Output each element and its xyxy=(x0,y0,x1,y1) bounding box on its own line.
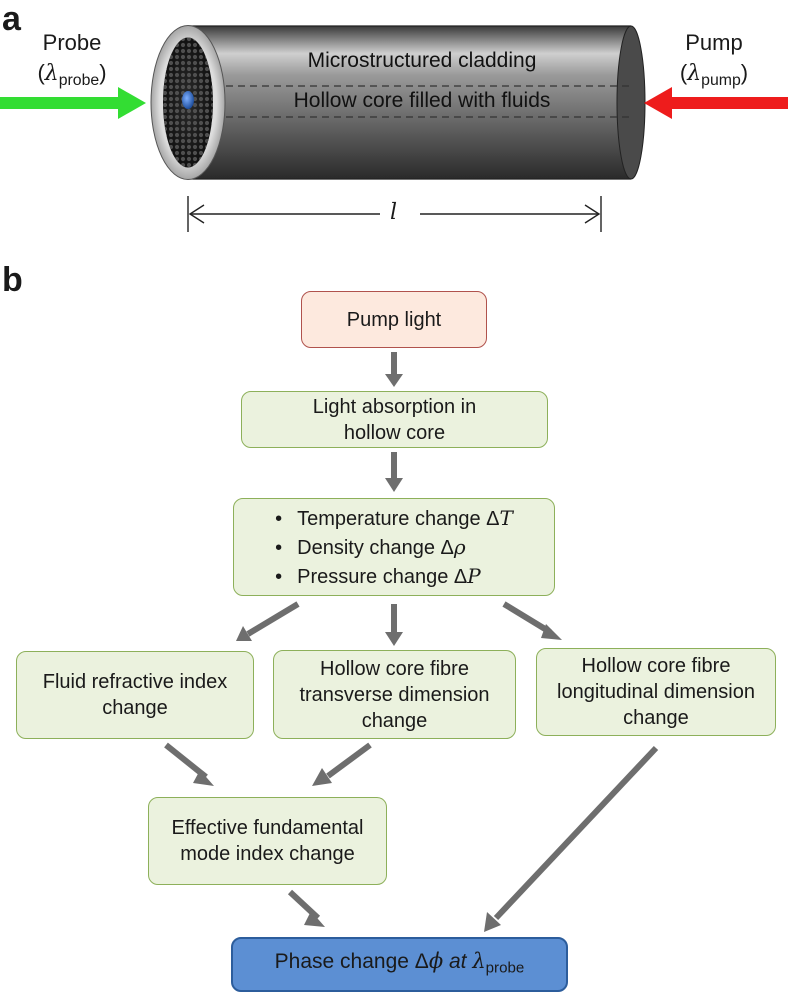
transverse-line2: transverse dimension xyxy=(299,683,490,706)
pump-subscript: pump xyxy=(701,71,741,89)
longitudinal-line2: longitudinal dimension xyxy=(557,681,755,703)
longitudinal-line1: Hollow core fibre xyxy=(581,655,731,677)
lambda-symbol: λ xyxy=(472,948,486,973)
effective-index-node: Effective fundamental mode index change xyxy=(148,797,387,885)
thermodynamic-changes-node: Temperature change ΔT Density change Δρ … xyxy=(233,498,555,596)
longitudinal-line3: change xyxy=(623,707,689,729)
temperature-change-item: Temperature change ΔT xyxy=(275,504,513,533)
length-label: l xyxy=(390,200,398,225)
pump-lambda-symbol: λ xyxy=(687,61,702,86)
hollow-core xyxy=(182,91,194,109)
cladding-label: Microstructured cladding xyxy=(307,49,537,72)
pump-wavelength: (λpump) xyxy=(679,60,749,89)
flow-arrows xyxy=(164,352,659,932)
length-dimension xyxy=(187,196,602,232)
density-change-item: Density change Δρ xyxy=(275,533,513,562)
pump-light-node: Pump light xyxy=(301,291,487,348)
phase-change-text: Phase change Δϕ at λprobe xyxy=(274,948,525,977)
at-word: at xyxy=(448,949,467,973)
effective-index-line2: mode index change xyxy=(180,843,355,865)
panel-a-label: a xyxy=(2,0,21,38)
probe-title: Probe xyxy=(42,30,102,55)
probe-subscript: probe xyxy=(58,71,100,89)
transverse-line1: Hollow core fibre xyxy=(320,657,469,680)
panel-b-label: b xyxy=(2,261,23,299)
absorption-line2: hollow core xyxy=(343,421,446,444)
probe-lambda-symbol: λ xyxy=(44,61,59,86)
fiber-cylinder xyxy=(188,25,646,180)
absorption-node: Light absorption in hollow core xyxy=(241,391,548,448)
changes-list: Temperature change ΔT Density change Δρ … xyxy=(275,504,513,591)
fluid-index-line2: change xyxy=(102,697,168,719)
pump-label: Pump (λpump) xyxy=(664,28,764,96)
pump-light-text: Pump light xyxy=(346,308,442,331)
transverse-line3: change xyxy=(361,709,428,732)
core-label: Hollow core filled with fluids xyxy=(293,89,551,112)
effective-index-line1: Effective fundamental xyxy=(171,817,364,839)
pressure-change-item: Pressure change ΔP xyxy=(275,562,513,591)
fluid-index-line1: Fluid refractive index xyxy=(42,671,228,693)
transverse-dimension-node: Hollow core fibre transverse dimension c… xyxy=(273,650,516,739)
fluid-index-node: Fluid refractive index change xyxy=(16,651,254,739)
longitudinal-dimension-node: Hollow core fibre longitudinal dimension… xyxy=(536,648,776,736)
pump-title: Pump xyxy=(685,30,743,55)
probe-wavelength: (λprobe) xyxy=(37,60,107,89)
phi-symbol: ϕ xyxy=(428,948,444,973)
probe-label: Probe (λprobe) xyxy=(22,28,122,96)
probe-arrow xyxy=(0,87,146,119)
pump-arrow xyxy=(644,87,788,119)
absorption-line1: Light absorption in xyxy=(312,395,477,418)
phase-subscript: probe xyxy=(485,959,525,977)
fiber-end-face xyxy=(150,25,226,180)
phase-change-node: Phase change Δϕ at λprobe xyxy=(231,937,568,992)
